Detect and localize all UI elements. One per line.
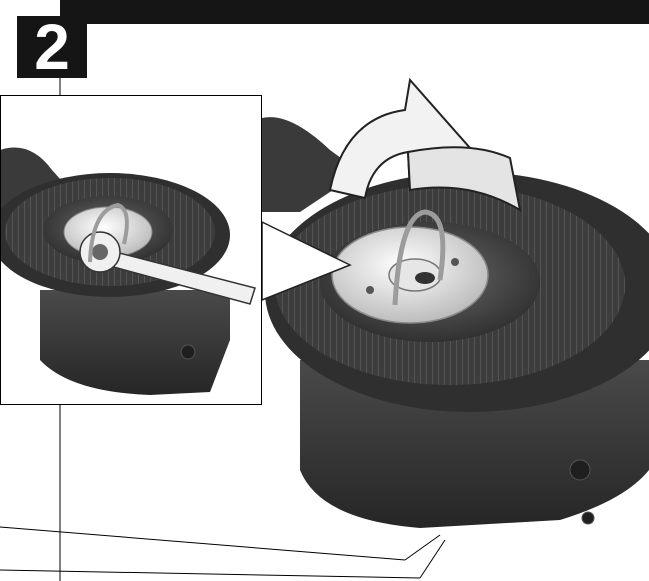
screw [569,459,591,481]
pin-hole [451,258,459,266]
spindle-hole [415,272,435,284]
pin-hole [366,286,374,294]
curved-arrow-icon [328,77,522,213]
main-view [261,77,649,528]
lock-wire [392,209,446,306]
header-bar [60,0,649,24]
step-number-badge: 2 [17,15,87,79]
inset-view [0,95,262,405]
leader-lines [0,526,446,579]
inset-screw [180,344,196,360]
inset-lock-wire [88,202,129,263]
gear-housing [300,360,649,528]
inset-housing [40,290,230,395]
screw [581,511,595,525]
